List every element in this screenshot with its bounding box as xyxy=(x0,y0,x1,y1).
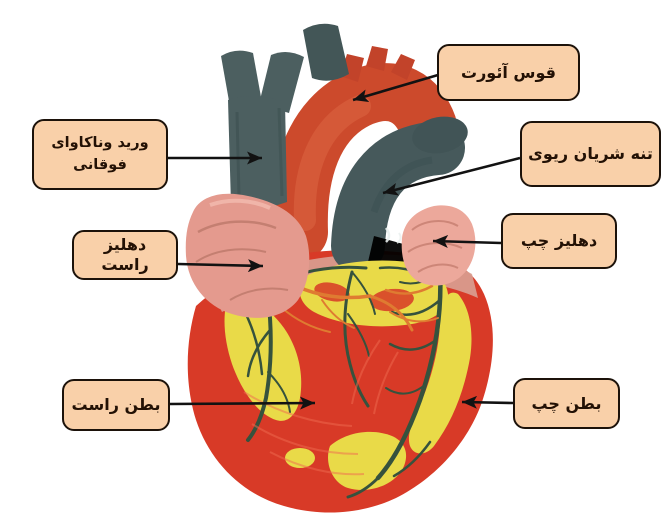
arrow-left-atrium xyxy=(432,234,502,248)
label-right-atrium-text: دهلیز راست xyxy=(101,235,149,274)
arrow-right-ventricle xyxy=(169,396,316,410)
label-left-ventricle: بطن چپ xyxy=(513,378,620,429)
label-aortic-arch-text: قوس آئورت xyxy=(461,62,556,82)
arrow-aortic-arch xyxy=(352,73,439,103)
muscle-striations xyxy=(243,339,399,476)
aortic-arch-vessel xyxy=(269,46,457,261)
label-right-atrium: دهلیز راست xyxy=(72,230,178,280)
label-superior-vena-cava-text: ورید وناکاوای فوقانی xyxy=(51,133,148,175)
arrow-pulmonary-trunk xyxy=(382,156,521,196)
label-right-ventricle-text: بطن راست xyxy=(71,395,161,414)
label-left-ventricle-text: بطن چپ xyxy=(531,393,602,413)
arrow-right-atrium xyxy=(177,259,264,273)
label-superior-vena-cava: ورید وناکاوای فوقانی xyxy=(32,119,168,190)
arrow-left-ventricle xyxy=(461,395,514,409)
fat-deposits xyxy=(224,260,472,490)
label-left-atrium-text: دهلیز چپ xyxy=(520,231,598,250)
label-pulmonary-trunk-text: تنه شریان ریوی xyxy=(528,144,653,163)
label-aortic-arch: قوس آئورت xyxy=(437,44,580,101)
pulmonary-branch-stub xyxy=(303,23,349,81)
label-superior-vena-cava-line1: ورید وناکاوای xyxy=(51,135,149,152)
label-right-ventricle: بطن راست xyxy=(62,379,170,431)
label-pulmonary-trunk: تنه شریان ریوی xyxy=(520,121,661,187)
label-superior-vena-cava-line2: فوقانی xyxy=(73,156,127,173)
label-left-atrium: دهلیز چپ xyxy=(501,213,617,269)
right-atrium-region xyxy=(185,193,310,318)
